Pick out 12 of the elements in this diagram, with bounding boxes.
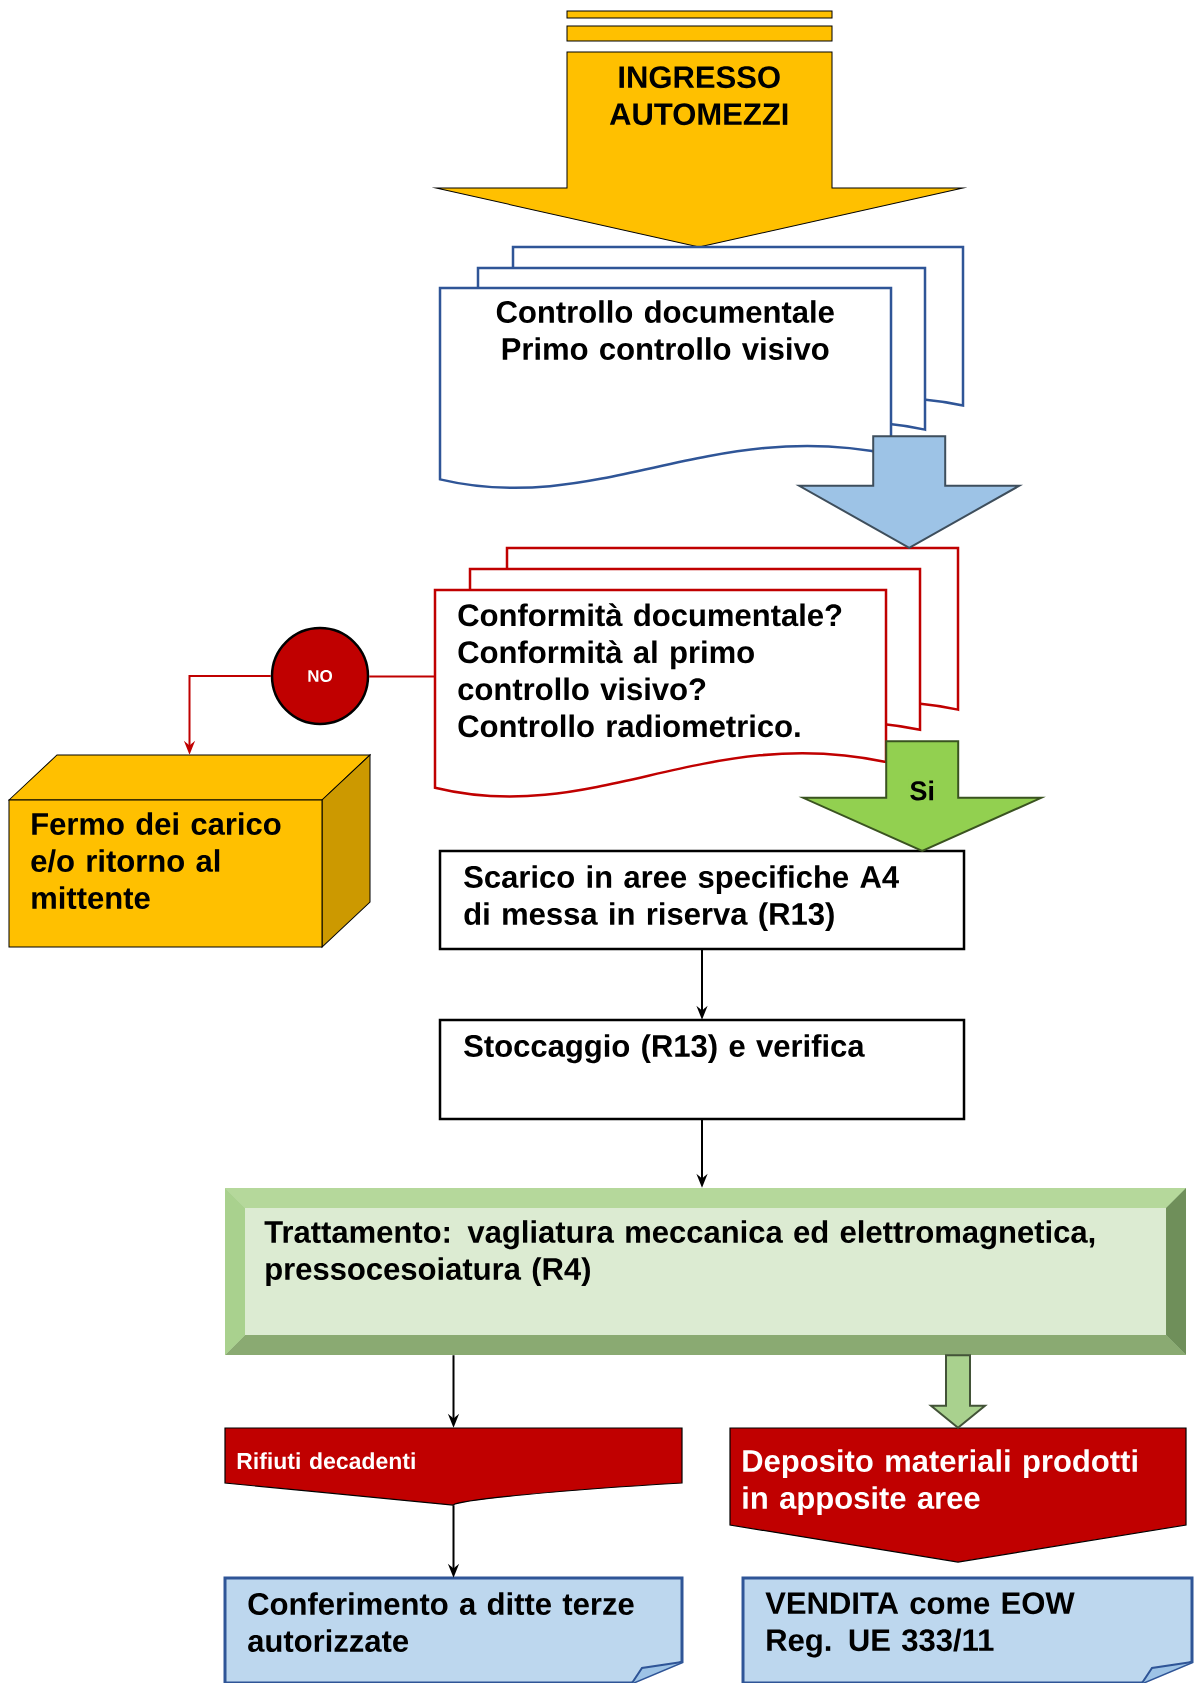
process-box: Scarico in aree specifiche A4 di messa in riserva (R13): [438, 849, 966, 951]
block-arrow: [798, 740, 1046, 852]
process-box: Stoccaggio (R13) e verifica: [438, 1018, 966, 1121]
bevel-box: Trattamento: vagliatura meccanica ed elettromagnetica, pressocesoiatura (R4): [225, 1188, 1186, 1355]
note-box: VENDITA come EOW Reg. UE 333/11: [741, 1576, 1194, 1683]
note-box: Conferimento a ditte terze autorizzate: [223, 1576, 684, 1683]
document-stack: Controllo documentale Primo controllo visivo: [438, 245, 965, 490]
cube-box: Fermo dei carico e/o ritorno al mittente: [8, 754, 371, 948]
block-arrow: [928, 1354, 988, 1430]
block-arrow: [795, 435, 1024, 549]
connector-line: [368, 675, 436, 678]
pentagon-box: Deposito materiali prodotti in apposite aree: [729, 1427, 1187, 1563]
